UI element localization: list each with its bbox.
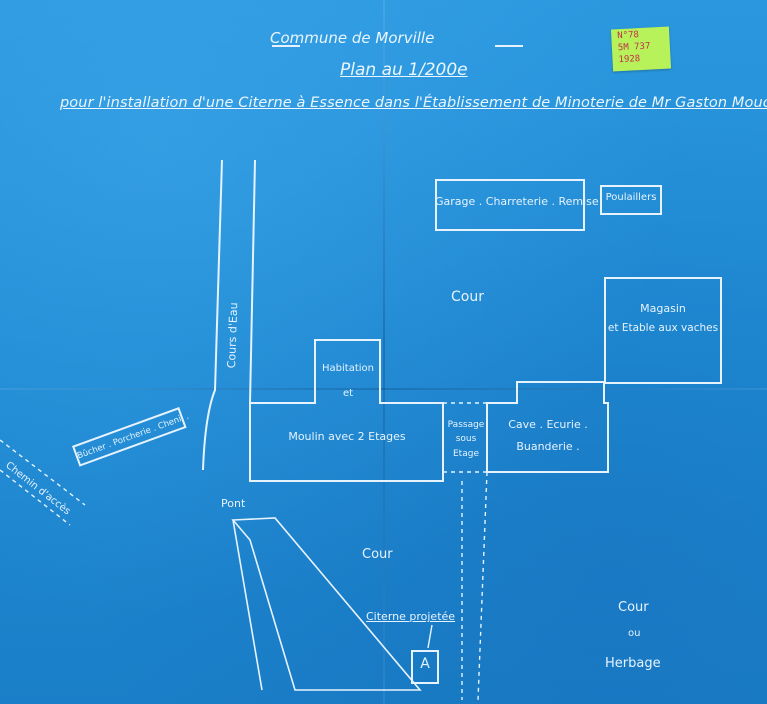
- moulin-habitation-outline: [249, 339, 444, 482]
- title-commune: Commune de Morville: [270, 29, 435, 47]
- garage-label: Garage . Charreterie . Remise: [435, 195, 599, 208]
- cours-eau-label: Cours d'Eau: [225, 302, 241, 369]
- title-scale: Plan au 1/200e: [340, 60, 468, 80]
- garage-building: [435, 179, 585, 231]
- title-subject: pour l'installation d'une Citerne à Esse…: [60, 95, 767, 111]
- citerne-label: Citerne projetée: [366, 610, 456, 623]
- road-edge-inner: [232, 519, 263, 691]
- paper-fold-vertical: [383, 0, 385, 704]
- passage-label-1: Passage: [447, 420, 485, 430]
- cave-magasin-outline: [486, 381, 609, 473]
- poulaillers-building: [600, 185, 662, 215]
- cave-label: Cave . Ecurie .: [508, 418, 588, 431]
- moulin-label: Moulin avec 2 Etages: [288, 430, 406, 443]
- etable-label: et Etable aux vaches: [607, 322, 719, 334]
- cour-label-mid: Cour: [362, 547, 393, 562]
- magasin-label: Magasin: [640, 302, 686, 315]
- habitation-label: Habitation: [322, 363, 374, 374]
- herbage-label: Herbage: [605, 656, 661, 671]
- citerne-pointer: [427, 624, 433, 649]
- ou-label: ou: [628, 628, 641, 639]
- dashed-line-right: [477, 471, 488, 701]
- stream-bank-right: [249, 159, 256, 404]
- habitation-et-label: et: [342, 388, 354, 399]
- cour-label-top: Cour: [451, 289, 484, 305]
- passage-label-2: sous: [455, 434, 477, 444]
- citerne-mark-label: A: [420, 656, 430, 672]
- paper-fold-horizontal: [0, 388, 767, 390]
- road-outline: [231, 517, 422, 691]
- stream-bank-left: [202, 159, 223, 471]
- buanderie-label: Buanderie .: [516, 440, 580, 453]
- citerne-marker: [411, 650, 439, 684]
- access-path-edge-2: [0, 469, 71, 526]
- passage-label-3: Etage: [453, 449, 479, 459]
- access-path-edge-1: [0, 439, 86, 506]
- cour-label-right: Cour: [618, 600, 649, 615]
- magasin-building: [604, 277, 722, 384]
- pont-label: Pont: [221, 497, 246, 510]
- poulaillers-label: Poulaillers: [605, 192, 657, 203]
